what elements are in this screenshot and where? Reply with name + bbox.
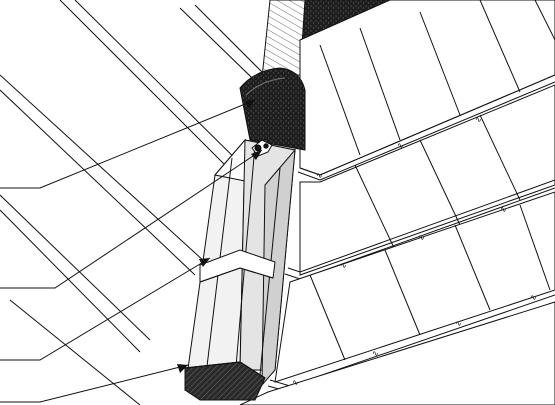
ridge-timber: [261, 0, 306, 79]
roof-tile-rows: [239, 0, 555, 405]
leader-line: [0, 149, 263, 289]
batten-line: [59, 0, 256, 196]
tile-clip-mark: ∿: [372, 349, 379, 358]
tile-clip-mark: ∿: [418, 233, 425, 242]
arrowhead: [251, 150, 262, 160]
tile-clip-mark: ∿: [475, 115, 482, 124]
batten-line: [9, 299, 141, 405]
leader-line: [0, 257, 211, 361]
tile-row-4: [239, 301, 555, 405]
batten-line: [0, 89, 196, 276]
arrowhead: [177, 364, 188, 373]
tile-clip-mark: ∿: [455, 319, 462, 328]
arrowhead: [199, 258, 210, 267]
tile-clip-mark: ∿: [530, 293, 537, 302]
batten-lines: [0, 0, 286, 405]
tile-clip-mark: ∿: [340, 261, 347, 270]
cover-right-face: [261, 148, 296, 387]
tile-row-2: [299, 84, 555, 276]
tile-row-3: [274, 191, 555, 383]
batten-line: [0, 74, 206, 263]
leader-line: [0, 364, 189, 403]
tile-clip-mark: ∿: [500, 205, 507, 214]
leader-arrowheads: [177, 100, 262, 373]
ridge-roll: [239, 67, 306, 151]
batten-line: [74, 0, 263, 186]
tile-clip-mark: ∿: [316, 171, 323, 180]
leader-lines: [0, 99, 263, 403]
tile-clip-mark: ∿: [292, 378, 299, 387]
tile-clip-mark: ∿: [397, 141, 404, 150]
batten-line: [0, 194, 151, 341]
tile-mitre-cover: [184, 138, 296, 401]
batten-line: [0, 209, 141, 353]
tile-clip-marks: ∿ ∿ ∿ ∿ ∿ ∿ ∿ ∿ ∿ ∿: [292, 115, 537, 387]
arrowhead: [245, 100, 255, 109]
leader-line: [0, 99, 256, 189]
